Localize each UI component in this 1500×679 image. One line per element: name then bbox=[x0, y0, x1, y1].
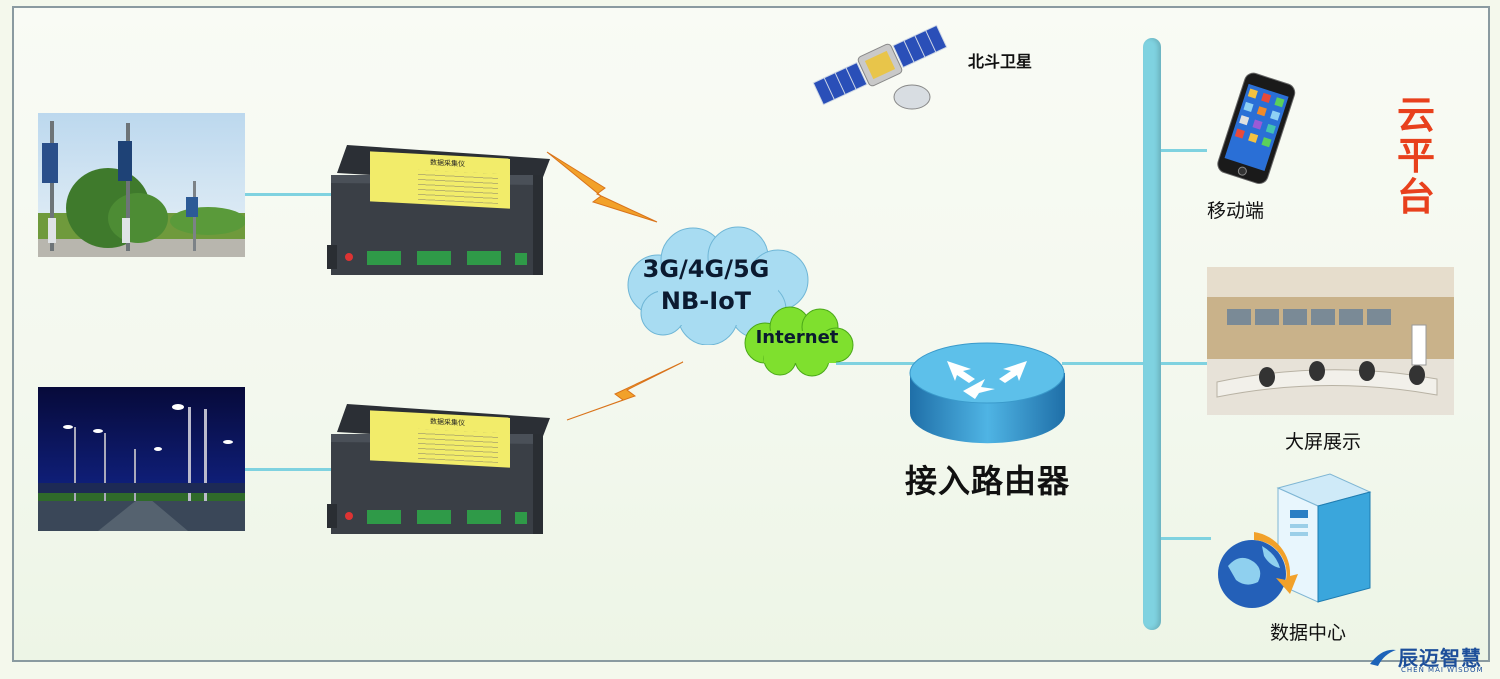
network-types-line1: 3G/4G/5G bbox=[642, 255, 770, 283]
cloud-platform-char-1: 云 bbox=[1396, 93, 1435, 137]
collector-panel-text-lines-2 bbox=[418, 428, 498, 464]
collector-panel-title-2: 数据采集仪 bbox=[430, 417, 465, 428]
smart-streetlamp-day-photo bbox=[38, 113, 245, 257]
internet-cloud bbox=[744, 306, 854, 377]
link-cloud-router bbox=[836, 362, 916, 365]
collector-panel-title-1: 数据采集仪 bbox=[430, 158, 465, 169]
link-backbone-datacenter bbox=[1161, 537, 1211, 540]
link-backbone-screen bbox=[1161, 362, 1207, 365]
mobile-phone-icon bbox=[1217, 72, 1296, 185]
data-center-server-icon bbox=[1218, 473, 1372, 608]
smart-streetlamp-night-photo bbox=[38, 387, 245, 531]
cloud-platform-char-2: 平 bbox=[1396, 134, 1435, 178]
collector-panel-1: 数据采集仪 bbox=[370, 151, 510, 209]
logo-swoosh-icon bbox=[1370, 649, 1396, 666]
collector-panel-text-lines-1 bbox=[418, 169, 498, 205]
logo-name-cn: 辰迈智慧 bbox=[1398, 646, 1482, 670]
internet-label: Internet bbox=[755, 327, 839, 348]
data-center-label: 数据中心 bbox=[1270, 622, 1347, 644]
company-logo: 辰迈智慧 CHEN MAI WISDOM bbox=[1368, 640, 1496, 676]
control-room-photo bbox=[1207, 267, 1454, 415]
logo-name-en: CHEN MAI WISDOM bbox=[1401, 666, 1484, 674]
router-label: 接入路由器 bbox=[905, 462, 1071, 500]
cloud-platform-char-3: 台 bbox=[1396, 175, 1435, 219]
data-collector-2: 数据采集仪 bbox=[325, 404, 550, 536]
big-screen-label: 大屏展示 bbox=[1285, 431, 1362, 453]
link-router-backbone bbox=[1062, 362, 1144, 365]
data-collector-1: 数据采集仪 bbox=[325, 145, 550, 277]
cloud-platform-label: 云 平 台 bbox=[1394, 95, 1438, 218]
satellite-label: 北斗卫星 bbox=[968, 52, 1033, 71]
router-icon bbox=[909, 342, 1065, 444]
wireless-signal-bolt-bottom bbox=[566, 361, 684, 421]
link-backbone-mobile bbox=[1161, 149, 1207, 152]
link-streetlamp-top bbox=[245, 193, 340, 196]
link-streetlamp-bottom bbox=[245, 468, 340, 471]
satellite-icon bbox=[812, 24, 948, 110]
backbone-bus bbox=[1143, 38, 1161, 630]
collector-panel-2: 数据采集仪 bbox=[370, 410, 510, 468]
network-types-line2: NB-IoT bbox=[660, 287, 752, 315]
wireless-signal-bolt-top bbox=[546, 151, 658, 223]
mobile-label: 移动端 bbox=[1207, 200, 1265, 222]
